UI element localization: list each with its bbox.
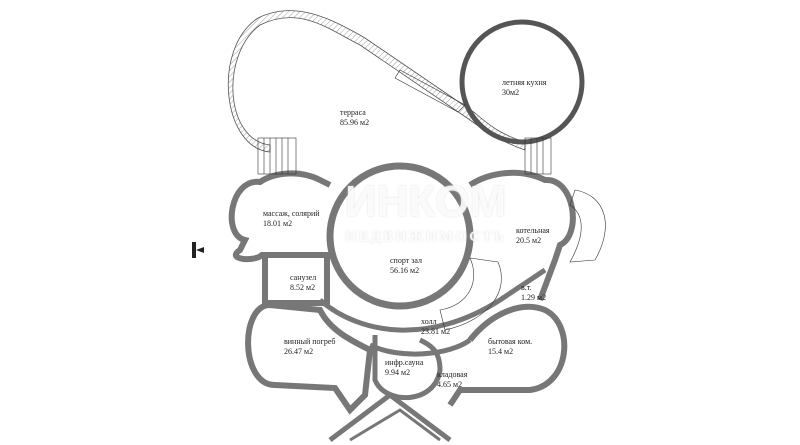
gym-wall — [326, 162, 474, 310]
watermark-subtitle: НЕДВИЖИМОСТЬ — [345, 229, 506, 245]
summer-kitchen-wall — [459, 19, 585, 145]
sauna-wall — [372, 335, 443, 401]
hall-wall — [318, 267, 547, 333]
entrance-wall — [328, 391, 452, 442]
watermark-brand: ИНКОМ — [345, 177, 507, 226]
massage-wall — [228, 170, 332, 263]
terrace-wall — [227, 10, 526, 153]
compass-icon — [192, 242, 204, 258]
room-label-utility: в.т.1.29 м2 — [521, 283, 547, 302]
bathroom-wall — [262, 252, 330, 306]
wine-cellar-wall — [245, 301, 374, 415]
boiler-wall — [468, 169, 576, 302]
laundry-wall — [447, 303, 568, 407]
room-label-laundry: бытовая ком.15.4 м2 — [488, 337, 533, 356]
